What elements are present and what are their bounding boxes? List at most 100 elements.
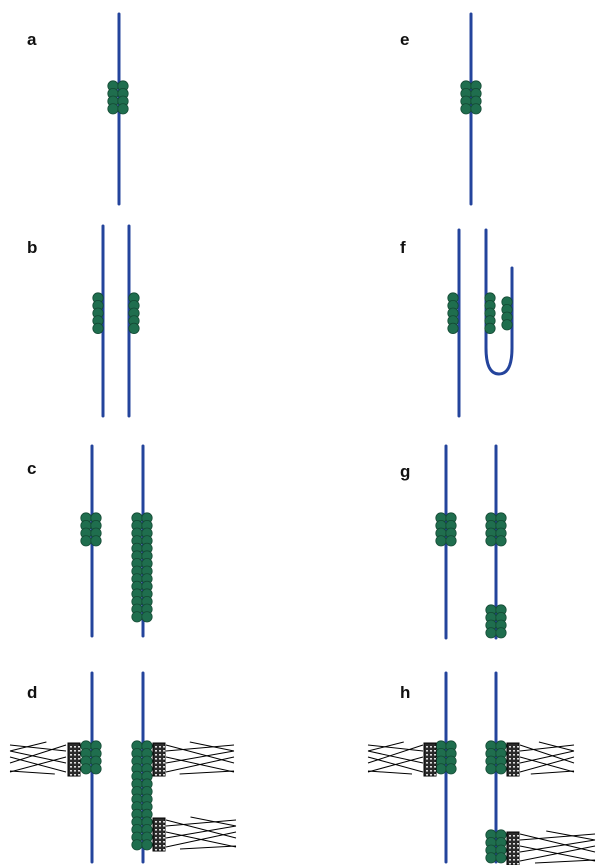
- filament: [538, 741, 575, 752]
- complex-dot: [163, 766, 165, 768]
- nucleosome-bead: [92, 322, 104, 334]
- complex-dot: [426, 766, 428, 768]
- complex-dot: [159, 746, 161, 748]
- complex-dot: [430, 762, 432, 764]
- nucleosome-bead: [495, 535, 507, 547]
- filament: [165, 831, 237, 848]
- complex-dot: [513, 843, 515, 845]
- complex-dot: [159, 758, 161, 760]
- complex-dot: [159, 829, 161, 831]
- nucleosome-bead: [485, 627, 497, 639]
- complex-dot: [517, 835, 519, 837]
- filament: [165, 756, 235, 773]
- complex-dot: [159, 833, 161, 835]
- nucleosome-bead: [495, 627, 507, 639]
- nucleosome-cluster: [485, 829, 507, 864]
- panel-label-g: g: [400, 462, 411, 481]
- complex-dot: [434, 746, 436, 748]
- complex-dot: [517, 758, 519, 760]
- nucleosome-cluster: [131, 512, 153, 623]
- complex-dot: [517, 851, 519, 853]
- complex-dot: [430, 754, 432, 756]
- filament-bundle: [165, 741, 235, 775]
- nucleosome-cluster: [92, 292, 104, 334]
- complex-dot: [430, 746, 432, 748]
- complex-dot: [159, 845, 161, 847]
- filament: [534, 859, 596, 864]
- complex-dot: [513, 774, 515, 776]
- complex-dot: [434, 770, 436, 772]
- complex-dot: [155, 825, 157, 827]
- complex-dot: [513, 758, 515, 760]
- nucleosome-cluster: [460, 80, 482, 115]
- nucleosome-bead: [90, 535, 102, 547]
- complex-dot: [513, 770, 515, 772]
- complex-dot: [78, 746, 80, 748]
- nucleosome-cluster: [485, 512, 507, 547]
- nucleosome-bead: [435, 763, 447, 775]
- complex-dot: [163, 849, 165, 851]
- complex-dot: [426, 750, 428, 752]
- complex-dot: [430, 766, 432, 768]
- complex-dot: [163, 746, 165, 748]
- complex-dot: [434, 754, 436, 756]
- complex-dot: [155, 746, 157, 748]
- nucleosome-bead: [90, 763, 102, 775]
- complex-dot: [70, 762, 72, 764]
- nucleosome-cluster: [435, 740, 457, 775]
- complex-dot: [74, 774, 76, 776]
- nucleosome-bead: [141, 839, 153, 851]
- filament: [9, 750, 67, 764]
- filament: [519, 756, 575, 773]
- nucleosome-cluster: [107, 80, 129, 115]
- complex-dot: [163, 833, 165, 835]
- complex-dot: [513, 754, 515, 756]
- filament: [165, 744, 235, 752]
- complex-dot: [517, 762, 519, 764]
- complex-dot: [426, 770, 428, 772]
- complex-dot: [513, 766, 515, 768]
- complex-dot: [509, 770, 511, 772]
- nucleosome-bead: [80, 763, 92, 775]
- complex-dot: [163, 821, 165, 823]
- complex-dot: [155, 770, 157, 772]
- protein-complex: [152, 816, 237, 852]
- filament-bundle: [519, 741, 575, 775]
- filament: [367, 741, 404, 752]
- complex-dot: [155, 750, 157, 752]
- filament: [9, 756, 67, 773]
- filament-bundle: [367, 741, 424, 775]
- complex-dot: [155, 762, 157, 764]
- nucleosome-cluster: [128, 292, 140, 334]
- complex-dot: [155, 833, 157, 835]
- complex-dot: [163, 754, 165, 756]
- complex-dot: [509, 855, 511, 857]
- protein-complex: [9, 741, 81, 777]
- protein-complex: [152, 741, 235, 777]
- nucleosome-bead: [445, 763, 457, 775]
- complex-dot: [70, 746, 72, 748]
- complex-dot: [163, 825, 165, 827]
- complex-dot: [74, 758, 76, 760]
- nucleosome-cluster: [447, 292, 459, 334]
- nucleosome-cluster: [80, 740, 102, 775]
- complex-dot: [163, 750, 165, 752]
- complex-dot: [513, 835, 515, 837]
- complex-dot: [426, 758, 428, 760]
- panel-label-d: d: [27, 683, 38, 702]
- complex-dot: [163, 837, 165, 839]
- filament-bundle: [519, 830, 596, 864]
- filament: [367, 744, 424, 752]
- panel-label-c: c: [27, 459, 37, 478]
- complex-dot: [430, 758, 432, 760]
- complex-dot: [513, 851, 515, 853]
- complex-dot: [513, 855, 515, 857]
- panel-label-e: e: [400, 30, 410, 49]
- complex-dot: [509, 863, 511, 865]
- filament: [530, 770, 575, 775]
- protein-complex: [506, 830, 596, 865]
- panel-label-f: f: [400, 238, 406, 257]
- complex-dot: [74, 766, 76, 768]
- nucleosome-cluster: [131, 740, 153, 851]
- complex-dot: [426, 754, 428, 756]
